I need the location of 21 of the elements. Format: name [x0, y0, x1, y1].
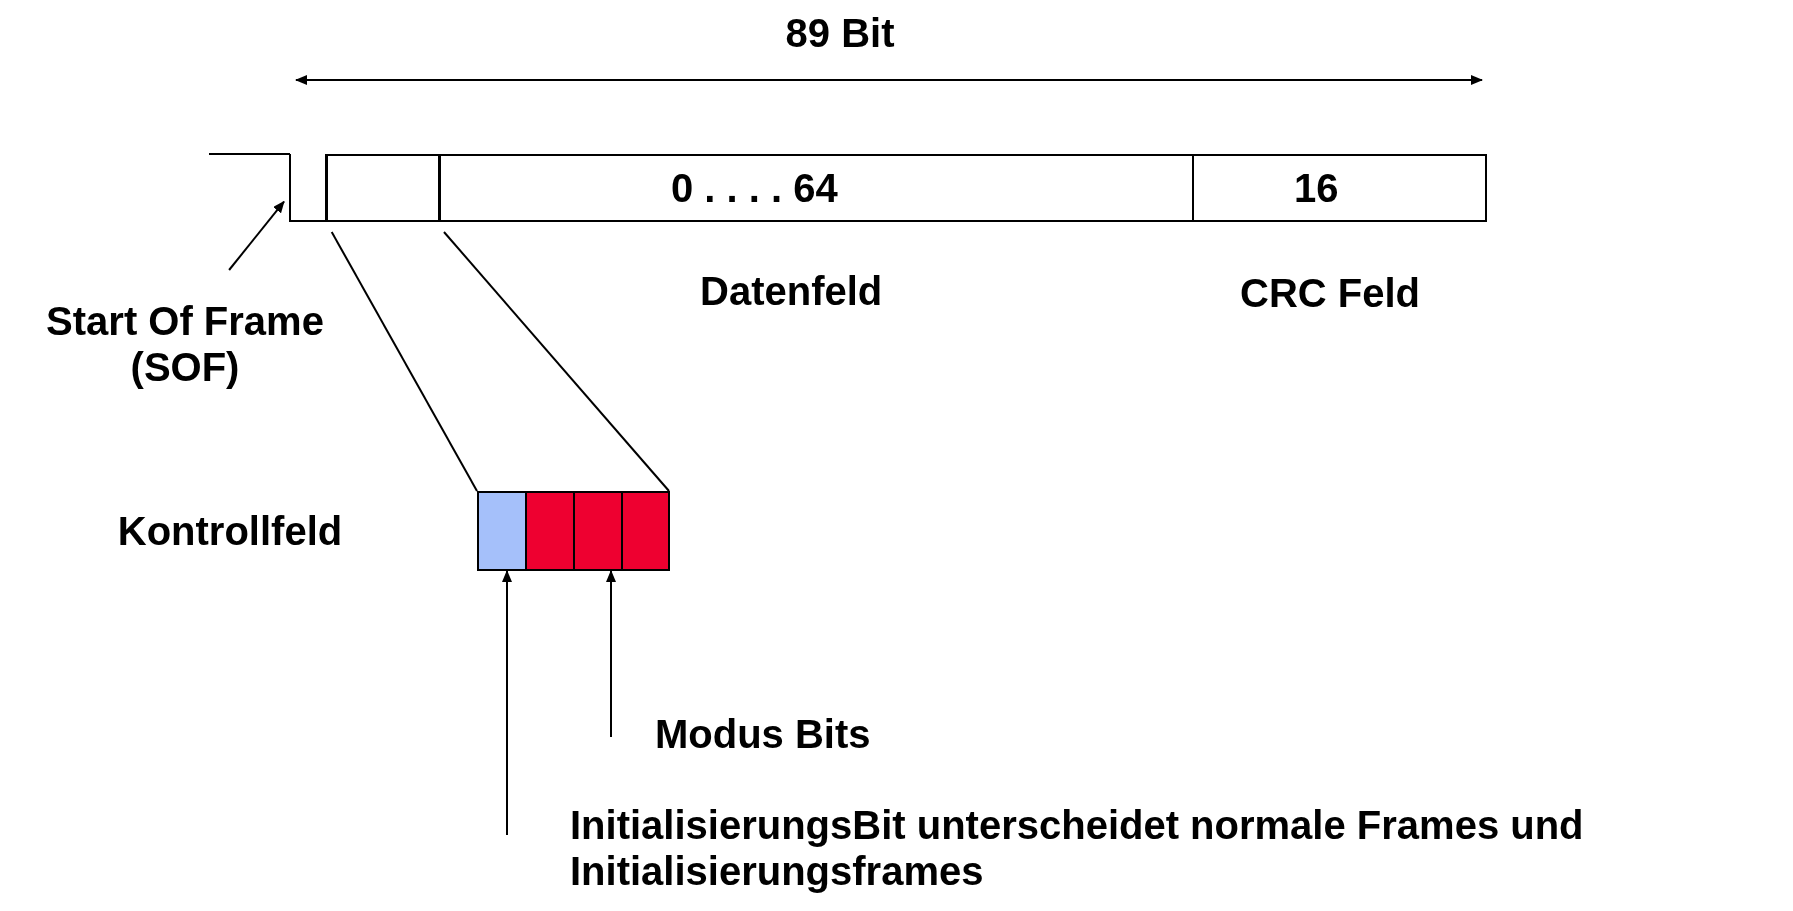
zoom-line	[443, 231, 670, 492]
arrow	[502, 570, 512, 836]
dimension-label: 89 Bit	[784, 10, 896, 57]
control-bits-row	[477, 491, 670, 571]
field-name-label: CRC Feld	[1240, 270, 1421, 317]
mode-bit-cell	[623, 493, 668, 569]
mode-bit-cell	[527, 493, 575, 569]
zoom-line	[330, 231, 478, 492]
arrow	[606, 570, 616, 738]
data-field-box: 0 . . . . 64	[439, 154, 1194, 222]
mode-bits-label: Modus Bits	[655, 710, 955, 758]
start-bit-box	[289, 154, 327, 222]
control-field-box	[326, 154, 440, 222]
mode-bit-cell	[575, 493, 623, 569]
init-bit-cell	[479, 493, 527, 569]
field-name-label: Datenfeld	[700, 268, 884, 315]
init-bit-description: InitialisierungsBit unterscheidet normale Frames und Initialisierungsframes	[570, 798, 1785, 898]
sof-label: Start Of Frame (SOF)	[10, 296, 360, 392]
crc-field-box: 16	[1192, 154, 1487, 222]
section-label: Kontrollfeld	[116, 508, 344, 555]
arrow	[228, 200, 285, 271]
